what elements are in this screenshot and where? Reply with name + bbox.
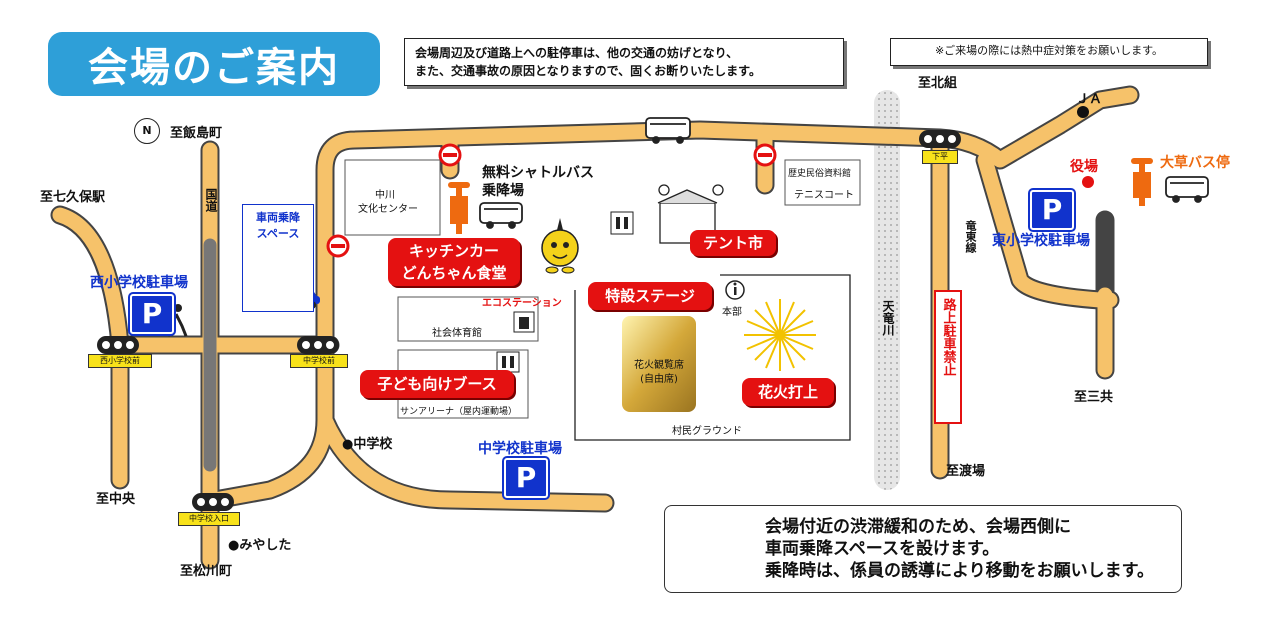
page-title: 会場のご案内 — [48, 32, 380, 96]
traffic-signal-icon — [97, 130, 961, 511]
rekishi-label: 歴史民俗資料館 — [788, 169, 852, 179]
signal-shimohira: 下平 — [922, 150, 958, 164]
shuttle-line-1: 無料シャトルバス — [482, 165, 594, 181]
fireworks-seat-area — [622, 316, 696, 412]
parking-higashi-label: 東小学校駐車場 — [992, 233, 1090, 249]
road-tenryu: 天竜川 — [881, 300, 895, 336]
bus-stop-icon — [448, 158, 1153, 234]
info-line-2: 車両乗降スペースを設けます。 — [765, 539, 1000, 559]
miyashita-label: ●みやした — [228, 538, 292, 553]
trash-icon — [513, 311, 535, 333]
parking-notice-line-1: 会場周辺及び道路上への駐停車は、他の交通の妨げとなり、 — [415, 46, 739, 60]
no-entry-icon — [326, 143, 777, 258]
tenryu-river — [874, 90, 900, 490]
heat-notice: ※ご来場の際には熱中症対策をお願いします。 — [890, 38, 1208, 66]
tent-icon — [657, 184, 724, 244]
dest-nanakubo: 至七久保駅 — [40, 190, 106, 205]
ground-boundary — [574, 274, 851, 441]
no-parking-label: 路上駐車禁止 — [940, 298, 956, 376]
info-line-3: 乗降時は、係員の誘導により移動をお願いします。 — [765, 561, 1154, 581]
dropoff-info-box: 会場付近の渋滞緩和のため、会場西側に 車両乗降スペースを設けます。 乗降時は、係… — [664, 505, 1182, 593]
parking-notice-line-2: また、交通事故の原因となりますので、固くお断りいたします。 — [415, 64, 761, 78]
ground-label: 村民グラウンド — [672, 426, 742, 437]
roads — [50, 85, 1140, 570]
seat-line-1: 花火観覧席 — [634, 360, 684, 371]
dropoff-label-1: 車両乗降 — [256, 211, 300, 224]
info-line-1: 会場付近の渋滞緩和のため、会場西側に — [765, 517, 1071, 537]
kitchen-line-1: キッチンカー — [408, 242, 499, 260]
shakai-label: 社会体育館 — [432, 328, 482, 339]
road-ryutosen: 竜東線 — [964, 220, 977, 253]
compass-label: N — [142, 124, 152, 137]
bus-icon — [479, 117, 1209, 229]
seat-line-2: (自由席) — [640, 374, 678, 385]
special-stage-pill[interactable]: 特設ステージ — [588, 282, 712, 310]
parking-chugakko-label: 中学校駐車場 — [478, 441, 562, 457]
kids-booth-pill[interactable]: 子ども向けブース — [360, 370, 514, 398]
dest-chuo: 至中央 — [96, 492, 136, 507]
honbu-label: 本部 — [722, 307, 742, 318]
parking-higashi-icon[interactable]: P — [1030, 190, 1074, 230]
restroom-icon — [496, 211, 634, 373]
eco-label: エコステーション — [482, 298, 562, 309]
shuttle-line-2: 乗降場 — [482, 183, 524, 199]
junior-high-label: ●中学校 — [342, 437, 393, 452]
kitchen-car-pill[interactable]: キッチンカー どんちゃん食堂 — [388, 238, 520, 286]
road-kokudo: 国道 — [204, 188, 218, 212]
mascot-icon — [541, 218, 579, 274]
info-icon — [725, 280, 745, 300]
parking-nishi-label: 西小学校駐車場 — [90, 275, 188, 291]
no-parking-sign: 路上駐車禁止 — [934, 290, 962, 424]
fireworks-burst-icon — [744, 299, 816, 371]
dest-matsukawa: 至松川町 — [180, 564, 233, 579]
tent-market-pill[interactable]: テント市 — [690, 230, 776, 256]
compass-icon: N — [134, 118, 160, 144]
sanarina-label: サンアリーナ（屋内運動場） — [400, 407, 518, 417]
bus-stop-label: 大草バス停 — [1160, 155, 1230, 171]
bunka-line-2: 文化センター — [358, 204, 418, 215]
parking-notice: 会場周辺及び道路上への駐停車は、他の交通の妨げとなり、 また、交通事故の原因とな… — [404, 38, 844, 86]
yakuba-marker — [1082, 176, 1094, 188]
dest-iijima: 至飯島町 — [170, 126, 223, 141]
yakuba-label: 役場 — [1070, 159, 1098, 175]
dest-watariba: 至渡場 — [946, 464, 986, 479]
info-text: 会場付近の渋滞緩和のため、会場西側に 車両乗降スペースを設けます。 乗降時は、係… — [765, 516, 1154, 582]
parking-nishi-icon[interactable]: P — [130, 294, 174, 334]
tennis-label: テニスコート — [794, 190, 854, 201]
bunka-line-1: 中川 — [375, 190, 395, 201]
signal-iriguchi: 中学校入口 — [178, 512, 240, 526]
signal-nishi: 西小学校前 — [88, 354, 152, 368]
dropoff-space-box: 車両乗降 スペース — [242, 204, 314, 312]
parking-chugakko-icon[interactable]: P — [504, 458, 548, 498]
fireworks-launch-pill[interactable]: 花火打上 — [742, 378, 834, 406]
signal-chugakko: 中学校前 — [290, 354, 348, 368]
ja-marker — [1077, 106, 1089, 118]
dropoff-label-2: スペース — [256, 227, 300, 240]
dest-kitagumi: 至北組 — [918, 76, 958, 91]
ja-label: ＪＡ — [1076, 92, 1103, 107]
dest-sanko: 至三共 — [1074, 390, 1114, 405]
kitchen-line-2: どんちゃん食堂 — [401, 264, 507, 282]
